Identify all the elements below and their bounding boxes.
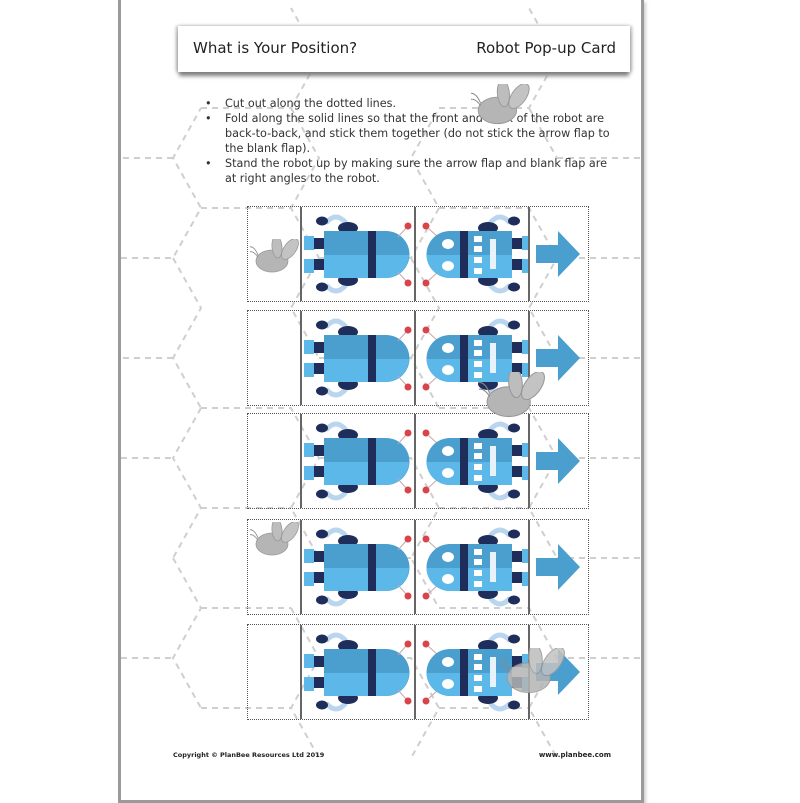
robot-card-2 (247, 310, 589, 406)
bee-icon (471, 84, 531, 125)
instruction-item: Fold along the solid lines so that the f… (203, 111, 613, 156)
worksheet-page: What is Your Position? Robot Pop-up Card… (118, 0, 644, 803)
fold-line (414, 520, 416, 614)
instructions-list: Cut out along the dotted lines. Fold alo… (203, 96, 613, 186)
bee-icon (479, 372, 549, 418)
robot-card-3 (247, 413, 589, 509)
robot-front-icon (416, 414, 528, 508)
bee-icon (250, 239, 300, 273)
robot-back-icon (302, 311, 414, 405)
fold-line (414, 311, 416, 405)
page-title: What is Your Position? (193, 39, 358, 57)
fold-line (528, 207, 530, 301)
bee-icon (250, 522, 300, 556)
page-subtitle: Robot Pop-up Card (476, 39, 616, 57)
fold-line (528, 520, 530, 614)
copyright-text: Copyright © PlanBee Resources Ltd 2019 (173, 751, 325, 759)
fold-line (300, 625, 302, 719)
robot-back-icon (302, 520, 414, 614)
instruction-item: Cut out along the dotted lines. (203, 96, 613, 111)
robot-card-1 (247, 206, 589, 302)
fold-line (300, 311, 302, 405)
robot-card-4 (247, 519, 589, 615)
fold-line (300, 207, 302, 301)
fold-line (300, 414, 302, 508)
robot-front-icon (416, 520, 528, 614)
arrow-right-icon (536, 438, 580, 484)
fold-line (414, 207, 416, 301)
fold-line (414, 414, 416, 508)
arrow-right-icon (536, 544, 580, 590)
bee-icon (499, 648, 569, 694)
arrow-right-icon (536, 231, 580, 277)
fold-line (300, 520, 302, 614)
website-link[interactable]: www.planbee.com (538, 751, 611, 759)
fold-line (414, 625, 416, 719)
instruction-item: Stand the robot up by making sure the ar… (203, 156, 613, 186)
fold-line (528, 414, 530, 508)
robot-front-icon (416, 207, 528, 301)
fold-line (528, 311, 530, 405)
robot-back-icon (302, 207, 414, 301)
robot-back-icon (302, 625, 414, 719)
robot-back-icon (302, 414, 414, 508)
page-header: What is Your Position? Robot Pop-up Card (178, 26, 630, 72)
